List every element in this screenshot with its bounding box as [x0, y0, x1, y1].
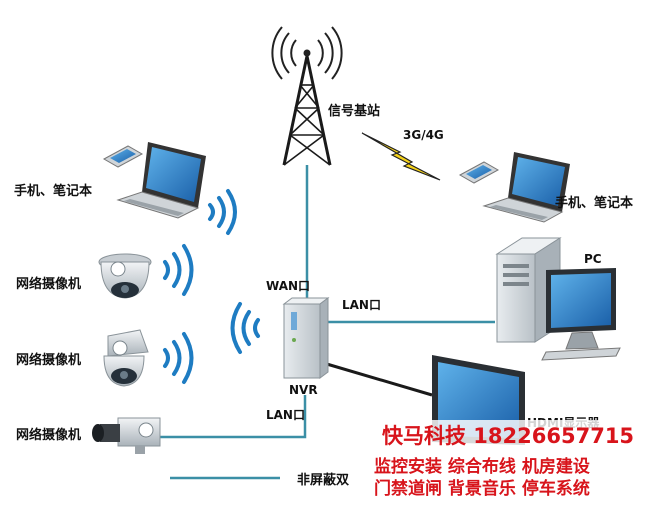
cable-legend-label: 非屏蔽双: [297, 473, 350, 488]
lan-port-pc-label: LAN口: [342, 298, 381, 312]
pc-monitor-icon: [541, 268, 621, 361]
lightning-icon: [361, 132, 441, 181]
watermark-title: 快马科技 18226657715: [382, 424, 635, 448]
link-nvr-camera: [160, 395, 307, 439]
wan-port-label: WAN口: [266, 279, 311, 293]
wifi-waves-nvr: [230, 302, 260, 354]
watermark-services-2: 门禁道闸 背景音乐 停车系统: [374, 479, 590, 499]
wifi-waves-camera-1: [163, 244, 194, 296]
tower-label: 信号基站: [328, 104, 381, 119]
cellular-label: 3G/4G: [403, 128, 444, 142]
dome-camera-1-icon: [98, 253, 152, 299]
mobile-right-label: 手机、笔记本: [555, 196, 634, 211]
phone-right-icon: [458, 161, 500, 184]
pc-label: PC: [584, 252, 602, 266]
laptop-right-icon: [482, 152, 570, 223]
signal-tower-icon: [271, 26, 343, 166]
bullet-camera-icon: [92, 417, 161, 454]
camera-2-label: 网络摄像机: [16, 353, 82, 368]
laptop-left-icon: [116, 142, 206, 219]
nvr-label: NVR: [289, 383, 318, 397]
link-nvr-monitor: [319, 360, 433, 397]
wifi-waves-camera-2: [163, 332, 194, 384]
watermark-services-1: 监控安装 综合布线 机房建设: [374, 457, 590, 477]
camera-3-label: 网络摄像机: [16, 428, 82, 443]
lan-port-camera-label: LAN口: [266, 408, 305, 422]
nvr-device-icon: [282, 297, 330, 379]
mobile-left-label: 手机、笔记本: [14, 184, 93, 199]
camera-1-label: 网络摄像机: [16, 277, 82, 292]
phone-left-icon: [102, 145, 144, 168]
dome-camera-2-icon: [103, 329, 149, 387]
contact-watermark: 快马科技 18226657715 监控安装 综合布线 机房建设 门禁道闸 背景音…: [364, 420, 655, 525]
wifi-waves-laptop: [208, 189, 237, 235]
